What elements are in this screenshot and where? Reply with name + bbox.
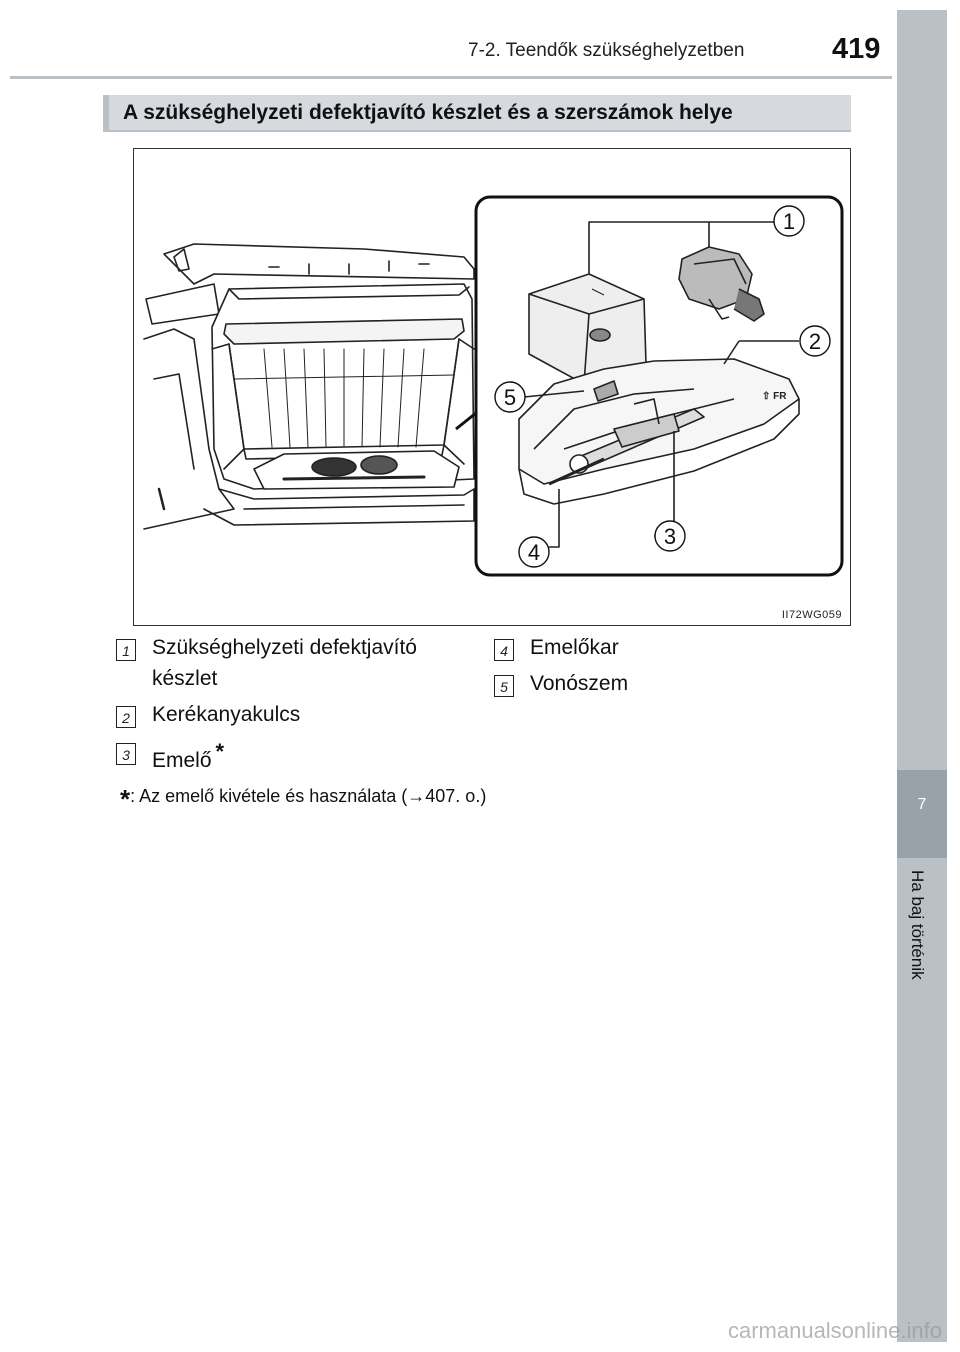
svg-text:3: 3 <box>664 524 676 549</box>
header-rule <box>10 76 892 79</box>
legend-label-1-line2: készlet <box>152 664 217 694</box>
section-heading: A szükséghelyzeti defektjavító készlet é… <box>103 95 851 130</box>
header-section-title: 7-2. Teendők szükséghelyzetben <box>468 40 744 62</box>
side-tab-title: Ha baj történik <box>907 870 927 980</box>
legend-number-5: 5 <box>494 675 514 697</box>
svg-text:4: 4 <box>528 540 540 565</box>
legend-label-5: Vonószem <box>530 669 628 699</box>
side-tab <box>897 10 947 1342</box>
watermark: carmanualsonline.info <box>728 1318 942 1344</box>
legend-number-2: 2 <box>116 706 136 728</box>
orientation-mark: ⇧ FR <box>762 391 787 402</box>
section-heading-underline <box>103 130 851 132</box>
side-tab-chapter-box <box>897 770 947 858</box>
legend-star-3: * <box>216 739 225 764</box>
legend-label-4: Emelőkar <box>530 633 619 663</box>
legend-number-3: 3 <box>116 743 136 765</box>
page-number: 419 <box>832 33 880 66</box>
svg-text:2: 2 <box>809 329 821 354</box>
car-trunk-illustration: ⇧ FR 1 2 3 4 5 <box>134 149 850 625</box>
side-tab-chapter: 7 <box>897 796 947 814</box>
legend-number-4: 4 <box>494 639 514 661</box>
illustration: ⇧ FR 1 2 3 4 5 II72WG059 <box>133 148 851 626</box>
legend-label-1-line1: Szükséghelyzeti defektjavító <box>152 633 417 663</box>
svg-text:1: 1 <box>783 209 795 234</box>
legend-number-1: 1 <box>116 639 136 661</box>
legend-label-3: Emelő <box>152 749 212 772</box>
footnote-star: * <box>120 784 130 814</box>
legend-label-2: Kerékanyakulcs <box>152 700 300 730</box>
figure-code: II72WG059 <box>782 609 842 621</box>
footnote-text: : Az emelő kivétele és használata (→407.… <box>130 786 486 806</box>
footnote: *: Az emelő kivétele és használata (→407… <box>120 778 486 809</box>
svg-text:5: 5 <box>504 385 516 410</box>
